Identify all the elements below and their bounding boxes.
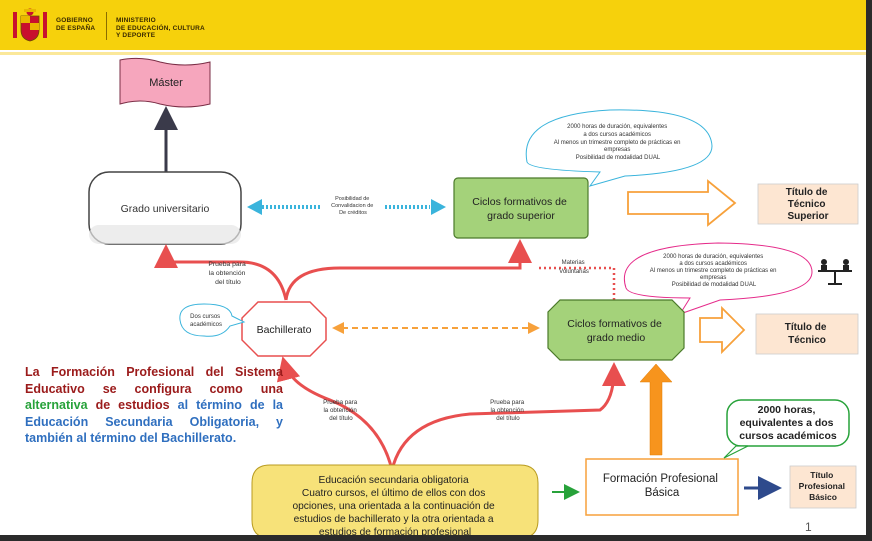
arrow-to-titulo-superior [627, 179, 737, 227]
callout-superior: 2000 horas de duración, equivalentes a d… [525, 109, 713, 187]
arrow-eso-to-medio [390, 362, 626, 471]
intro-part-1: La Formación Profesional del Sistema Edu… [25, 365, 283, 396]
header-divider [106, 12, 107, 40]
svg-text:Educación secundaria obligator: Educación secundaria obligatoria Cuatro … [292, 475, 497, 535]
prueba-left-label: Prueba para la obtención del título [323, 399, 359, 422]
intro-part-3: al término de la Educación Secundaria Ob… [25, 398, 283, 445]
titulo-basico-box: Título Profesional Básico [789, 465, 857, 509]
materias-arrow [538, 266, 616, 300]
page-number: 1 [805, 520, 812, 534]
bachillerato-node: Bachillerato [241, 301, 327, 357]
arrow-eso-to-bach [276, 356, 394, 471]
prueba-top-label: Prueba para la obtención del título [208, 261, 247, 286]
titulo-superior-box: Título de Técnico Superior [757, 183, 859, 225]
convalidacion-line-3: De créditos [339, 210, 367, 216]
svg-text:2000 horas de duración, equiva: 2000 horas de duración, equivalentes a d… [554, 124, 682, 161]
fp-basica-node: Formación Profesional Básica [585, 458, 739, 516]
materias-label: Materias Voluntarias [559, 260, 589, 275]
ministry-label: MINISTERIO DE EDUCACIÓN, CULTURA Y DEPOR… [116, 17, 205, 39]
intro-part-2: de estudios [87, 398, 178, 412]
coat-of-arms-icon [13, 8, 47, 42]
convalidacion-line-2: Convalidacion de [331, 203, 373, 209]
svg-text:Título Profesional: Título Profesional Básico [799, 470, 848, 502]
ciclos-superior-line-1: Ciclos formativos de [472, 196, 567, 208]
svg-text:Ciclos formativos de g: Ciclos formativos de grado medio [567, 318, 664, 344]
svg-text:Posibilidad de Convali: Posibilidad de Convalidacion de De crédi… [331, 196, 375, 216]
prueba-right-label: Prueba para la obtención del título [490, 399, 526, 422]
grado-universitario-label: Grado universitario [121, 203, 210, 215]
svg-text:2000 horas de duración, equiva: 2000 horas de duración, equivalentes a d… [650, 254, 778, 288]
intro-text: La Formación Profesional del Sistema Edu… [25, 364, 283, 447]
svg-text:2000 horas, equivalent: 2000 horas, equivalentes a dos cursos ac… [739, 404, 837, 442]
convalidacion-line-1: Posibilidad de [335, 196, 369, 202]
callout-basica: 2000 horas, equivalentes a dos cursos ac… [723, 399, 850, 459]
arrow-bach-to-grado [154, 244, 288, 301]
balance-icon [818, 259, 852, 285]
bach-medio-arrow [332, 322, 540, 334]
intro-highlight: alternativa [25, 398, 88, 412]
master-node: Máster [119, 57, 211, 108]
arrow-basica-to-medio [639, 363, 673, 456]
header-ribbon [0, 52, 866, 55]
eso-node: Educación secundaria obligatoria Cuatro … [251, 464, 539, 535]
svg-text:Dos cursos académicos: Dos cursos académicos [190, 314, 222, 328]
svg-text:Ciclos formativos de g: Ciclos formativos de grado superior [472, 196, 569, 222]
master-label: Máster [149, 77, 183, 89]
government-label: GOBIERNO DE ESPAÑA [56, 17, 96, 32]
ciclos-superior-line-2: grado superior [487, 210, 555, 222]
ciclos-superior-node: Ciclos formativos de grado superior [453, 177, 589, 239]
callout-medio: 2000 horas de duración, equivalentes a d… [624, 242, 813, 315]
callout-bachillerato: Dos cursos académicos [179, 303, 246, 337]
svg-text:Título de Técnico: Título de Técnico Superior [786, 187, 830, 222]
svg-text:Título de Técnico: Título de Técnico [785, 322, 829, 346]
government-header: GOBIERNO DE ESPAÑA MINISTERIO DE EDUCACI… [0, 0, 866, 50]
svg-text:Formación Profesional: Formación Profesional Básica [603, 473, 721, 499]
convalidacion-arrow: Posibilidad de Convalidacion de De crédi… [247, 196, 446, 216]
arrow-to-titulo-tecnico [699, 305, 746, 355]
ciclos-medio-node: Ciclos formativos de grado medio [547, 299, 685, 361]
bachillerato-label: Bachillerato [257, 324, 312, 336]
titulo-tecnico-box: Título de Técnico [755, 313, 859, 355]
grado-universitario-node: Grado universitario [88, 171, 242, 245]
arrow-bach-to-superior [284, 239, 532, 301]
